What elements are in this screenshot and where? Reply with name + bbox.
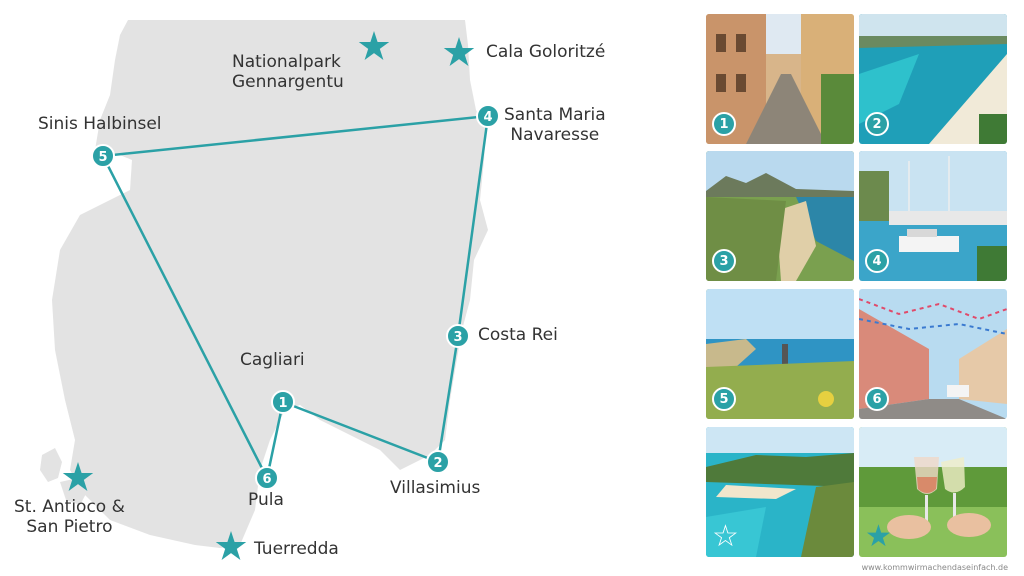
photo-badge: 4 [865, 249, 889, 273]
star-icon: ★ [865, 520, 892, 553]
svg-text:3: 3 [453, 330, 462, 345]
sardinia-map: 1 2 3 4 5 6 [40, 20, 500, 560]
svg-text:1: 1 [278, 396, 287, 411]
label-santa-maria-navaresse: Santa Maria Navaresse [504, 105, 606, 145]
svg-text:6: 6 [262, 472, 271, 487]
label-pula: Pula [248, 490, 284, 510]
credit-text: www.kommwirmachendaseinfach.de [861, 563, 1008, 572]
photo-tuerredda-bay[interactable]: ☆ [706, 427, 854, 557]
label-villasimius: Villasimius [390, 478, 481, 498]
stop-marker-1[interactable]: 1 [271, 390, 295, 414]
stop-marker-5[interactable]: 5 [91, 144, 115, 168]
label-gennargentu: Nationalpark Gennargentu [232, 52, 344, 92]
stop-marker-2[interactable]: 2 [426, 450, 450, 474]
star-outline-icon: ☆ [712, 520, 739, 553]
photo-wine-toast[interactable]: ★ [859, 427, 1007, 557]
star-icon[interactable] [443, 37, 475, 66]
stop-marker-4[interactable]: 4 [476, 104, 500, 128]
photo-marina[interactable]: 4 [859, 151, 1007, 281]
photo-badge: 1 [712, 112, 736, 136]
label-costa-rei: Costa Rei [478, 325, 558, 345]
svg-text:5: 5 [98, 150, 107, 165]
svg-text:4: 4 [483, 110, 492, 125]
star-icon[interactable] [358, 31, 390, 60]
svg-text:2: 2 [433, 456, 442, 471]
photo-beach[interactable]: 2 [859, 14, 1007, 144]
star-icon[interactable] [215, 531, 247, 560]
label-st-antioco-san-pietro: St. Antioco & San Pietro [14, 497, 125, 537]
photo-badge: 6 [865, 387, 889, 411]
stop-marker-3[interactable]: 3 [446, 324, 470, 348]
label-tuerredda: Tuerredda [254, 539, 339, 559]
photo-coastal-cove[interactable]: 3 [706, 151, 854, 281]
photo-badge: 2 [865, 112, 889, 136]
photo-badge: 3 [712, 249, 736, 273]
label-sinis-halbinsel: Sinis Halbinsel [38, 114, 162, 134]
island-shape [52, 20, 488, 548]
islet-san-pietro [40, 448, 62, 482]
label-cagliari: Cagliari [240, 350, 305, 370]
photo-coastal-hike[interactable]: 5 [706, 289, 854, 419]
photo-village[interactable]: 6 [859, 289, 1007, 419]
label-cala-goloritze: Cala Goloritzé [486, 42, 606, 62]
photo-cagliari[interactable]: 1 [706, 14, 854, 144]
stop-marker-6[interactable]: 6 [255, 466, 279, 490]
photo-badge: 5 [712, 387, 736, 411]
star-icon[interactable] [62, 462, 94, 491]
